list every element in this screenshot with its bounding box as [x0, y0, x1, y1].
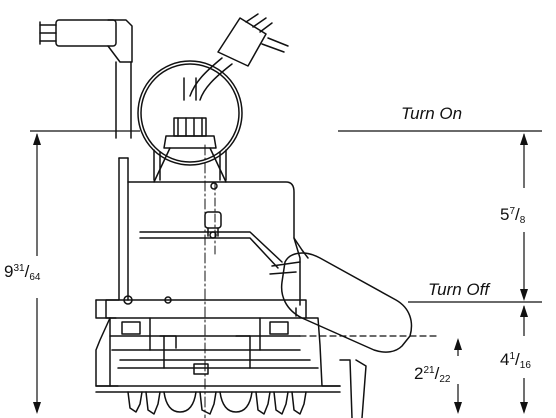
- inlet-height-dimension: [454, 338, 462, 414]
- discharge-fitting: [153, 117, 227, 183]
- power-plug-left: [39, 19, 133, 139]
- handle-ring: [137, 60, 243, 166]
- motor-housing: [95, 157, 309, 317]
- inlet-height-value: 221/22: [414, 364, 451, 385]
- turn-off-label: Turn Off: [428, 280, 490, 299]
- pump-base: [95, 295, 439, 418]
- float: [269, 252, 413, 353]
- turn-off-height-value: 41/16: [500, 350, 531, 371]
- turn-on-to-off-value: 57/8: [500, 205, 526, 226]
- float-switch-plug: [189, 13, 289, 101]
- turn-on-dimension: [338, 130, 542, 301]
- turn-off-dimension: [408, 301, 542, 414]
- turn-on-label: Turn On: [401, 104, 463, 123]
- overall-height-dimension: [30, 130, 140, 414]
- pump-feet: [127, 391, 307, 415]
- overall-height-value: 931/64: [4, 262, 41, 283]
